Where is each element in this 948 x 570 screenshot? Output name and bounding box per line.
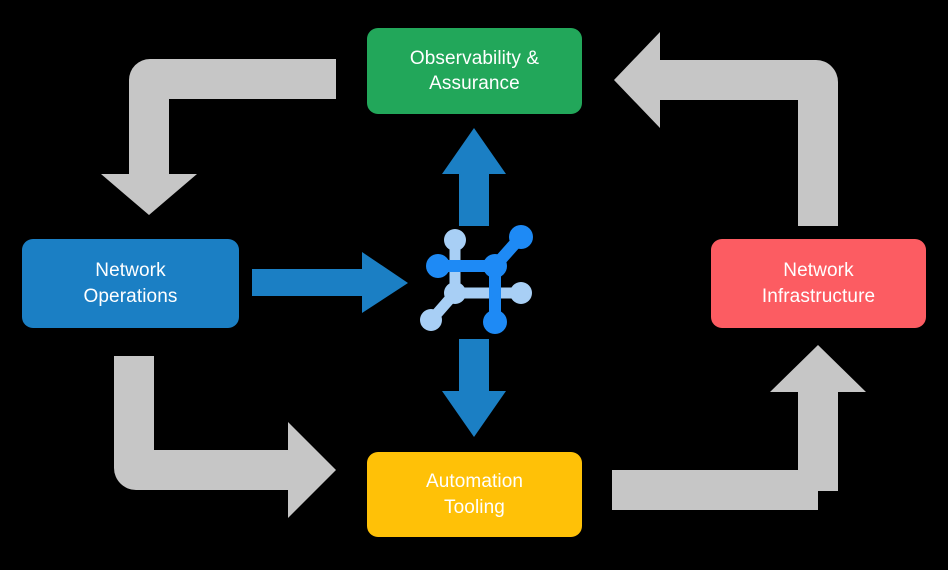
arrow-center-to-automation-tooling [442,339,506,437]
network-node-dark-top-right [509,225,533,249]
network-node-light-bottom-left [420,309,442,331]
network-node-dark-bottom [483,310,507,334]
arrow-observability-to-network-operations [101,59,336,215]
arrow-automation-tooling-to-network-infrastructure-bend [612,470,818,510]
box-automation-tooling-label: Automation Tooling [425,471,524,518]
network-node-dark-hub [483,254,507,278]
box-network-infrastructure[interactable]: Network Infrastructure [711,239,926,328]
box-network-operations-label: Network Operations [83,260,178,307]
box-network-infrastructure-label: Network Infrastructure [761,260,876,307]
network-node-light-top [444,229,466,251]
box-network-operations[interactable]: Network Operations [22,239,239,328]
network-topology-icon [420,225,533,334]
arrow-center-to-observability [442,128,506,226]
arrow-automation-tooling-to-network-infrastructure-stem [770,345,866,491]
network-node-light-right [510,282,532,304]
arrow-network-infrastructure-to-observability [614,32,838,226]
box-observability-assurance-label: Observability & Assurance [409,47,540,94]
box-observability-assurance[interactable]: Observability & Assurance [367,28,582,114]
arrow-network-operations-to-center [252,252,408,313]
network-node-dark-left [426,254,450,278]
arrow-network-operations-to-automation-tooling [114,356,336,518]
box-automation-tooling[interactable]: Automation Tooling [367,452,582,537]
network-node-light-center [444,282,466,304]
